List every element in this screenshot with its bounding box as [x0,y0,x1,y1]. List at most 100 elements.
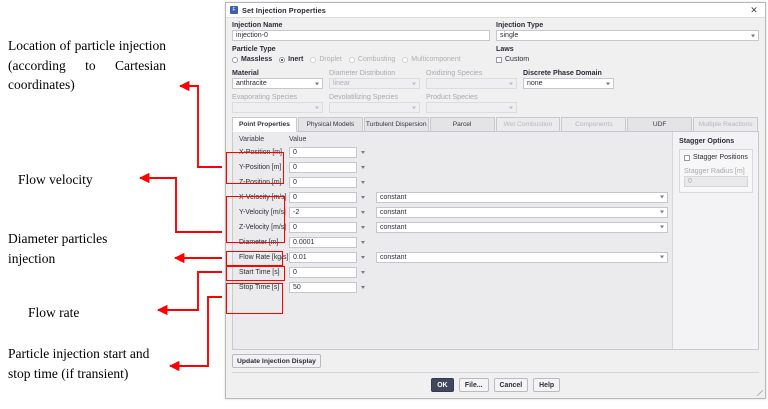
discrete-phase-domain-select[interactable]: none [523,78,614,89]
chevron-down-icon [315,82,319,85]
input-diameter[interactable]: 0.0001 [289,236,357,248]
tab-point-properties[interactable]: Point Properties [232,117,297,132]
table-row: Y-Velocity [m/s] -2 constant [237,205,668,220]
dropdown-y-velocity[interactable] [358,207,370,218]
tab-parcel[interactable]: Parcel [429,117,495,131]
devolatilizing-species-select [329,102,420,113]
chevron-down-icon [660,225,664,229]
chevron-down-icon [361,285,365,289]
injection-name-input[interactable]: injection-0 [232,30,490,41]
row-label-z-velocity: Z-Velocity [m/s] [239,223,287,231]
chevron-down-icon [361,255,365,259]
discrete-phase-domain-value: none [527,80,543,87]
chevron-down-icon [361,270,365,274]
update-injection-display-button[interactable]: Update Injection Display [232,354,321,368]
chevron-down-icon [412,106,416,109]
table-row: Z-Velocity [m/s] 0 constant [237,220,668,235]
injection-name-label: Injection Name [232,21,283,29]
resize-handle[interactable] [757,390,763,396]
dialog-footer: OK File... Cancel Help [232,372,759,398]
dropdown-x-position[interactable] [358,147,370,158]
particle-type-label: Particle Type [232,45,276,53]
tab-turbulent-dispersion[interactable]: Turbulent Dispersion [363,117,429,131]
dropdown-flow-rate[interactable] [358,252,370,263]
col-value: Value [289,135,307,143]
chevron-down-icon [315,106,319,109]
row-label-y-position: Y-Position [m] [239,163,282,171]
input-z-velocity[interactable]: 0 [289,221,357,233]
row-label-stop-time: Stop Time [s] [239,283,280,291]
input-stop-time[interactable]: 50 [289,281,357,293]
tab-multiple-reactions: Multiple Reactions [693,117,758,131]
evaporating-species-select [232,102,323,113]
dropdown-x-velocity[interactable] [358,192,370,203]
custom-laws-checkbox[interactable]: Custom [496,56,529,63]
input-x-position[interactable]: 0 [289,146,357,158]
chevron-down-icon [660,255,664,259]
ok-button[interactable]: OK [430,378,454,392]
product-species-select [426,102,517,113]
table-row: X-Position [m] 0 [237,145,668,160]
devolatilizing-species-label: Devolatilizing Species [329,93,399,101]
table-row: Y-Position [m] 0 [237,160,668,175]
radio-droplet: Droplet [310,56,342,63]
table-row: Flow Rate [kg/s] 0.01 constant [237,250,668,265]
stagger-radius-input: 0 [684,175,748,187]
dropdown-y-position[interactable] [358,162,370,173]
radio-multicomponent: Multicomponent [402,56,461,63]
stagger-positions-label: Stagger Positions [693,154,748,161]
cancel-button[interactable]: Cancel [493,378,529,392]
chevron-down-icon [660,210,664,214]
diameter-distribution-select: linear [329,78,420,89]
annotation-diameter: Diameter particles injection [8,231,108,266]
chevron-down-icon [361,195,365,199]
input-y-velocity[interactable]: -2 [289,206,357,218]
dropdown-z-velocity[interactable] [358,222,370,233]
variable-table: Variable Value X-Position [m] 0 Y-Positi… [233,131,672,349]
chevron-down-icon [509,106,513,109]
dialog-titlebar: F Set Injection Properties ✕ [226,3,765,18]
input-y-position[interactable]: 0 [289,161,357,173]
dropdown-stop-time[interactable] [358,282,370,293]
tab-bar: Point Properties Physical Models Turbule… [232,117,759,132]
tab-udf[interactable]: UDF [627,117,693,131]
fluent-app-icon: F [230,6,238,14]
row-label-flow-rate: Flow Rate [kg/s] [239,253,289,261]
radio-massless[interactable]: Massless [232,56,272,63]
chevron-down-icon [361,150,365,154]
radio-droplet-label: Droplet [319,56,342,63]
material-label: Material [232,69,259,77]
stagger-positions-checkbox[interactable]: Stagger Positions [684,154,748,161]
help-button[interactable]: Help [533,378,561,392]
table-row: Stop Time [s] 50 [237,280,668,295]
input-flow-rate[interactable]: 0.01 [289,251,357,263]
tab-physical-models[interactable]: Physical Models [297,117,363,131]
chevron-down-icon [361,240,365,244]
radio-massless-label: Massless [241,56,273,63]
chevron-down-icon [361,180,365,184]
annotation-position: Location of particle injection (accordin… [8,38,166,93]
injection-type-value: single [500,32,519,39]
input-x-velocity[interactable]: 0 [289,191,357,203]
chevron-down-icon [751,34,755,37]
dropdown-diameter[interactable] [358,237,370,248]
injection-type-label: Injection Type [496,21,544,29]
input-z-position[interactable]: 0 [289,176,357,188]
table-row: X-Velocity [m/s] 0 constant [237,190,668,205]
radio-inert[interactable]: Inert [279,56,303,63]
method-flow-rate[interactable]: constant [376,251,668,263]
dropdown-z-position[interactable] [358,177,370,188]
row-label-start-time: Start Time [s] [239,268,280,276]
method-z-velocity[interactable]: constant [376,221,668,233]
material-select[interactable]: anthracite [232,78,323,89]
input-start-time[interactable]: 0 [289,266,357,278]
chevron-down-icon [660,195,664,199]
method-x-velocity[interactable]: constant [376,191,668,203]
method-y-velocity[interactable]: constant [376,206,668,218]
chevron-down-icon [361,210,365,214]
close-icon[interactable]: ✕ [750,4,758,15]
table-row: Start Time [s] 0 [237,265,668,280]
file-button[interactable]: File... [458,378,489,392]
injection-type-select[interactable]: single [496,30,759,41]
dropdown-start-time[interactable] [358,267,370,278]
